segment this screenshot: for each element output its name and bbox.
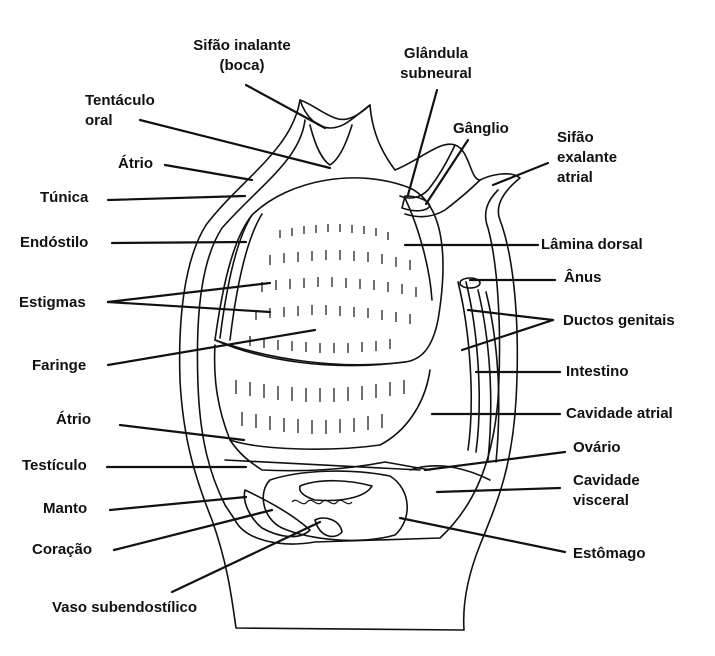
label-manto: Manto [43,499,87,519]
label-testiculo: Testículo [22,456,87,476]
label-sifao-inalante: Sifão inalante (boca) [177,36,307,76]
heart [244,490,310,537]
label-vaso-subendostilico: Vaso subendostílico [52,598,197,618]
label-endostilo: Endóstilo [20,233,88,253]
label-glandula-subneural: Glândula subneural [386,44,486,84]
label-estomago: Estômago [573,544,646,564]
label-faringe: Faringe [32,356,86,376]
label-sifao-exalante-atrial: Sifão exalante atrial [557,128,637,188]
leader-lines [107,85,565,592]
label-anus: Ânus [564,268,602,288]
label-cavidade-atrial: Cavidade atrial [566,404,673,424]
label-tunica: Túnica [40,188,88,208]
dorsal-lamina [405,198,432,300]
label-tentaculo-oral: Tentáculo oral [85,91,185,131]
ovary [300,481,372,501]
label-lamina-dorsal: Lâmina dorsal [541,235,643,255]
label-intestino: Intestino [566,362,629,382]
label-cavidade-visceral: Cavidade visceral [573,471,663,511]
label-atrio-top: Átrio [118,154,153,174]
label-estigmas: Estigmas [19,293,86,313]
label-coracao: Coração [32,540,92,560]
label-atrio-bottom: Átrio [56,410,91,430]
label-ductos-genitais: Ductos genitais [563,311,675,331]
label-ovario: Ovário [573,438,621,458]
label-ganglio: Gânglio [453,119,509,139]
